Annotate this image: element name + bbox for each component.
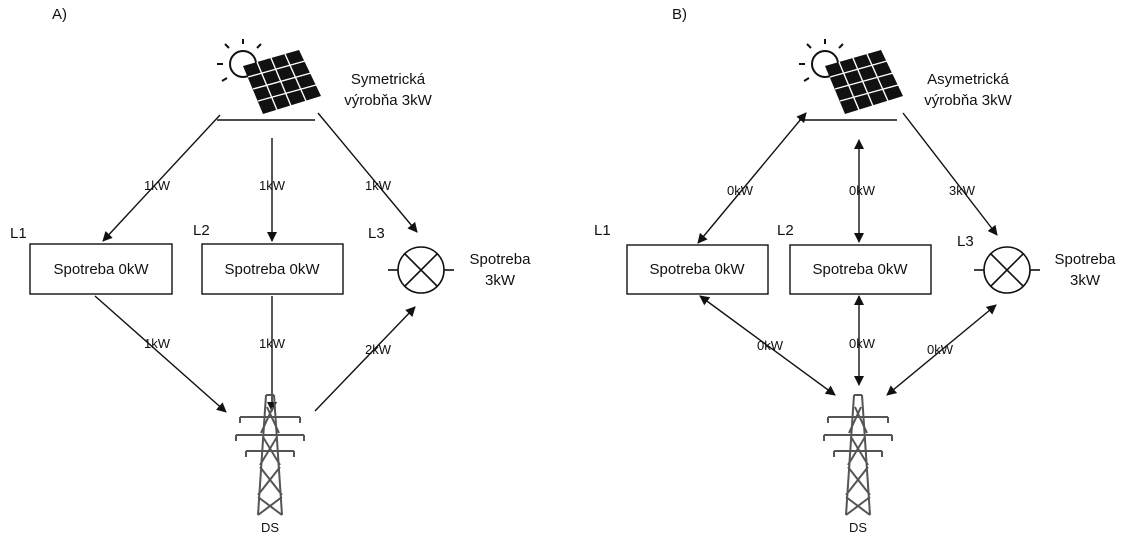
- transmission-tower-icon: [235, 394, 305, 516]
- load-l3-text-line1: Spotreba: [1055, 251, 1117, 268]
- flow-l1-grid: 1kW: [144, 336, 171, 351]
- flow-l1-grid: 0kW: [757, 338, 784, 353]
- flow-source-l1: 1kW: [144, 178, 171, 193]
- load-l2-tag: L2: [777, 222, 794, 239]
- arrow-grid-to-l3: [314, 306, 416, 412]
- source-label-line2: výrobňa 3kW: [344, 92, 432, 109]
- arrow-l1-to-grid: [94, 295, 227, 413]
- load-l3-text-line2: 3kW: [485, 272, 516, 289]
- flow-grid-l3: 2kW: [365, 342, 392, 357]
- flow-source-l1: 0kW: [727, 183, 754, 198]
- lamp-icon: [387, 246, 455, 294]
- load-l3-tag: L3: [368, 225, 385, 242]
- load-l3-tag: L3: [957, 233, 974, 250]
- load-l2-box: [789, 244, 932, 295]
- load-l3-text-line2: 3kW: [1070, 272, 1101, 289]
- load-l2-text: Spotreba 0kW: [812, 261, 908, 278]
- arrow-source-to-l1: [102, 114, 221, 242]
- flow-grid-l3: 0kW: [927, 342, 954, 357]
- load-l1-tag: L1: [10, 225, 27, 242]
- load-l2-box: [201, 243, 344, 295]
- flow-source-l3: 1kW: [365, 178, 392, 193]
- load-l1-text: Spotreba 0kW: [649, 261, 745, 278]
- flow-source-l2: 1kW: [259, 178, 286, 193]
- flow-source-l3: 3kW: [949, 183, 976, 198]
- load-l2-tag: L2: [193, 222, 210, 239]
- source-label-line1: Symetrická: [351, 71, 426, 88]
- lamp-icon: [973, 246, 1041, 294]
- arrow-source-l1: [697, 112, 807, 244]
- solar-panel-icon: [216, 38, 322, 121]
- flow-l2-grid: 1kW: [259, 336, 286, 351]
- panel-a-label: A): [52, 6, 67, 23]
- load-l1-tag: L1: [594, 222, 611, 239]
- arrow-l1-grid: [699, 295, 836, 396]
- arrow-grid-l3: [886, 304, 997, 396]
- panel-b-label: B): [672, 6, 687, 23]
- source-label-line2: výrobňa 3kW: [924, 92, 1012, 109]
- grid-label: DS: [261, 520, 279, 535]
- panel-a: A) Symetrická výrobňa 3kW 1kW 1kW 1kW 1k…: [10, 6, 531, 535]
- transmission-tower-icon: [823, 394, 893, 516]
- solar-panel-icon: [798, 38, 904, 121]
- flow-l2-grid: 0kW: [849, 336, 876, 351]
- arrow-source-to-l3: [317, 112, 418, 233]
- arrow-source-to-l3: [902, 112, 998, 236]
- flow-source-l2: 0kW: [849, 183, 876, 198]
- source-label-line1: Asymetrická: [927, 71, 1009, 88]
- grid-label: DS: [849, 520, 867, 535]
- load-l3-text-line1: Spotreba: [470, 251, 532, 268]
- load-l2-text: Spotreba 0kW: [224, 261, 320, 278]
- panel-b: B) Asymetrická výrobňa 3kW 0kW 0kW 3kW 0…: [594, 6, 1116, 535]
- load-l1-text: Spotreba 0kW: [53, 261, 149, 278]
- load-l1-box: [29, 243, 173, 295]
- load-l1-box: [626, 244, 769, 295]
